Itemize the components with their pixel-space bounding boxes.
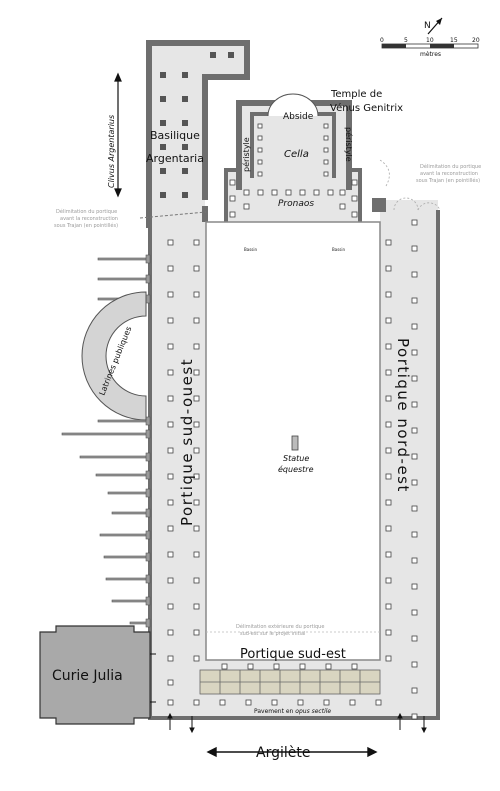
pavement-label: Pavement en opus sectile [254,708,331,715]
pronaos-label: Pronaos [278,199,314,209]
basilica-argentaria [146,40,250,228]
portique-sud-ouest-label: Portique sud-ouest [178,358,196,526]
statue-line1: Statue [283,454,309,463]
public-latrines [81,291,147,421]
temple-title-line2: Vénus Genitrix [330,102,403,114]
curia-julia [39,625,151,725]
note-right-line3: sous Trajan (en pointillés) [416,177,480,184]
note-right-line1: Délimitation du portique [420,163,481,170]
peristyle-right-label: péristyle [344,127,354,162]
basin-left-label: Bassin [244,247,257,252]
peristyle-left-label: péristyle [241,137,251,172]
clivus-label: Clivus Argentarius [107,115,116,188]
note-bottom-line2: sud-est sur le projet initial [240,631,305,637]
argilete-arrow [206,746,378,758]
scale-tick-15: 15 [450,37,458,44]
abside-label: Abside [283,112,314,122]
equestrian-statue-base [291,435,299,451]
compass: N [424,17,443,35]
argilete-label: Argilète [256,745,310,761]
scale-tick-10: 10 [426,37,434,44]
note-right-line2: avant la reconstruction [420,171,478,177]
scale-tick-20: 20 [472,37,480,44]
basilique-line2: Argentaria [146,152,204,165]
forum-precinct [139,159,441,720]
scale-tick-0: 0 [380,37,384,44]
opus-sectile-pavement [199,669,381,695]
scale-tick-5: 5 [404,37,408,44]
curie-julia-label: Curie Julia [52,668,123,684]
compass-label: N [424,21,431,31]
note-left-line3: sous Trajan (en pointillés) [54,222,118,229]
note-left-line1: Délimitation du portique [56,208,117,215]
entrance-arrows [150,653,427,734]
temple-title-line1: Temple de [330,89,382,100]
statue-line2: équestre [278,464,314,474]
scale-unit: mètres [420,51,441,58]
clivus-arrow [114,72,122,198]
note-bottom-line1: Délimitation extérieure du portique [236,623,324,630]
note-left-line2: avant la reconstruction [60,216,118,222]
basilique-line1: Basilique [150,129,200,142]
portique-nord-est-label: Portique nord-est [394,338,412,493]
scale-bar: 0 5 10 15 20 mètres [380,37,480,58]
cella-label: Cella [284,149,309,160]
basin-right-label: Bassin [332,247,345,252]
portique-sud-est-label: Portique sud-est [240,647,346,662]
